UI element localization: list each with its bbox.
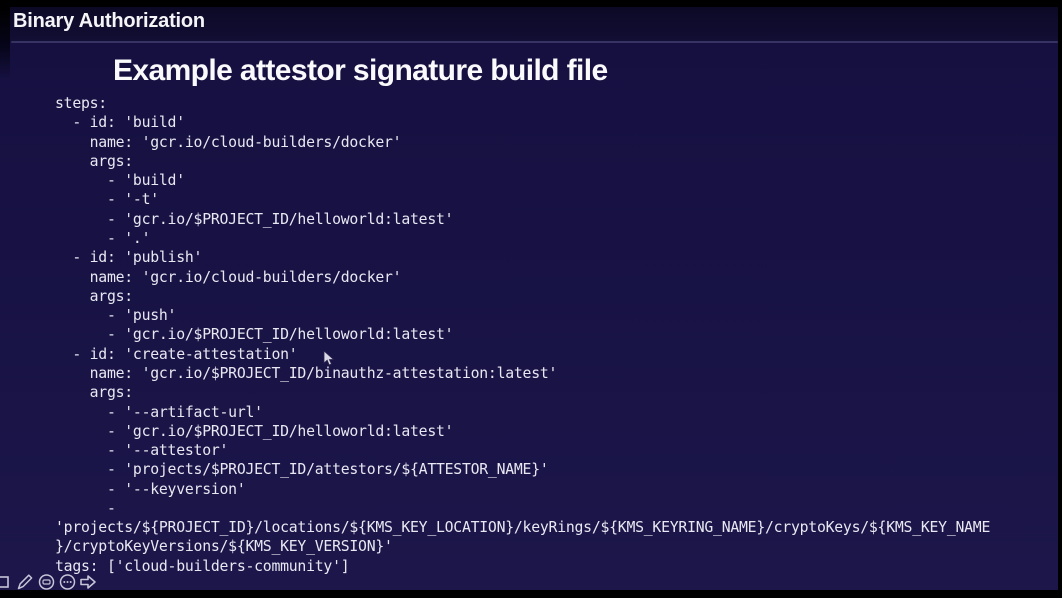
slide-heading: Example attestor signature build file (113, 54, 608, 87)
shape-square-icon[interactable] (0, 572, 14, 591)
button-circle-icon[interactable] (37, 572, 56, 591)
letterbox-left (0, 7, 10, 79)
title-bar: Binary Authorization (0, 7, 1058, 41)
ellipsis-circle-icon[interactable] (58, 572, 77, 591)
presentation-slide: Binary Authorization Example attestor si… (0, 7, 1058, 590)
code-block: steps: - id: 'build' name: 'gcr.io/cloud… (55, 95, 991, 575)
annotation-toolbar (0, 571, 98, 591)
arrow-right-icon[interactable] (79, 572, 98, 591)
pencil-icon[interactable] (16, 572, 35, 591)
mouse-pointer-icon (323, 351, 335, 366)
page-title: Binary Authorization (13, 10, 205, 32)
title-divider (11, 41, 1058, 43)
